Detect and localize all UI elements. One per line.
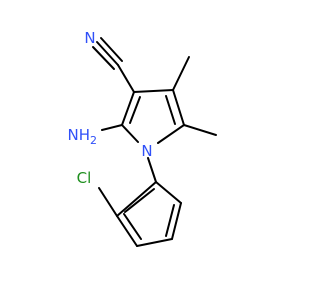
- bond-ar-c4-c5: [116, 215, 138, 247]
- bond-c2-amino: [101, 124, 123, 131]
- atom-amino-subscript: 2: [90, 134, 97, 147]
- bond-ar-c2-c3: [171, 202, 182, 240]
- atom-chloro: Cl: [77, 169, 92, 187]
- bond-c2-c3-double: [129, 96, 141, 124]
- atom-ring-n: N: [141, 142, 152, 160]
- bond-ar-chloro: [98, 187, 118, 217]
- bond-c5-methyl: [183, 124, 217, 136]
- bond-nitrile-triple-a: [96, 41, 119, 66]
- bonds: [92, 37, 217, 247]
- bond-c5-n1: [157, 124, 185, 144]
- atom-nitrile-n: N: [84, 29, 95, 47]
- atom-labels: N N NH2 Cl: [68, 29, 153, 187]
- molecule-structure: N N NH2 Cl: [68, 29, 217, 247]
- bond-ar-c4-c5-double: [123, 213, 142, 240]
- bond-c4-c5-double: [165, 95, 176, 125]
- atom-amino: NH2: [68, 126, 98, 147]
- bond-ar-c3-c4: [136, 238, 173, 247]
- bond-ar-c2-c3-double: [165, 204, 175, 237]
- bond-c4-methyl: [172, 56, 190, 91]
- atom-amino-label: NH: [68, 126, 91, 144]
- bond-n1-phenyl: [147, 157, 157, 183]
- bond-ar-c1-c2: [155, 181, 182, 204]
- bond-ar-c6-c1-double: [124, 188, 155, 213]
- bond-ar-c5-c6: [116, 181, 157, 217]
- bond-c3-c4: [133, 89, 174, 93]
- bond-nitrile-triple-b: [92, 46, 115, 70]
- bond-nitrile-triple-c: [100, 37, 123, 62]
- bond-n1-c2: [121, 124, 139, 143]
- bond-c4-c5: [172, 89, 185, 126]
- bond-c2-c3: [121, 91, 135, 126]
- bond-c3-cn: [117, 64, 135, 93]
